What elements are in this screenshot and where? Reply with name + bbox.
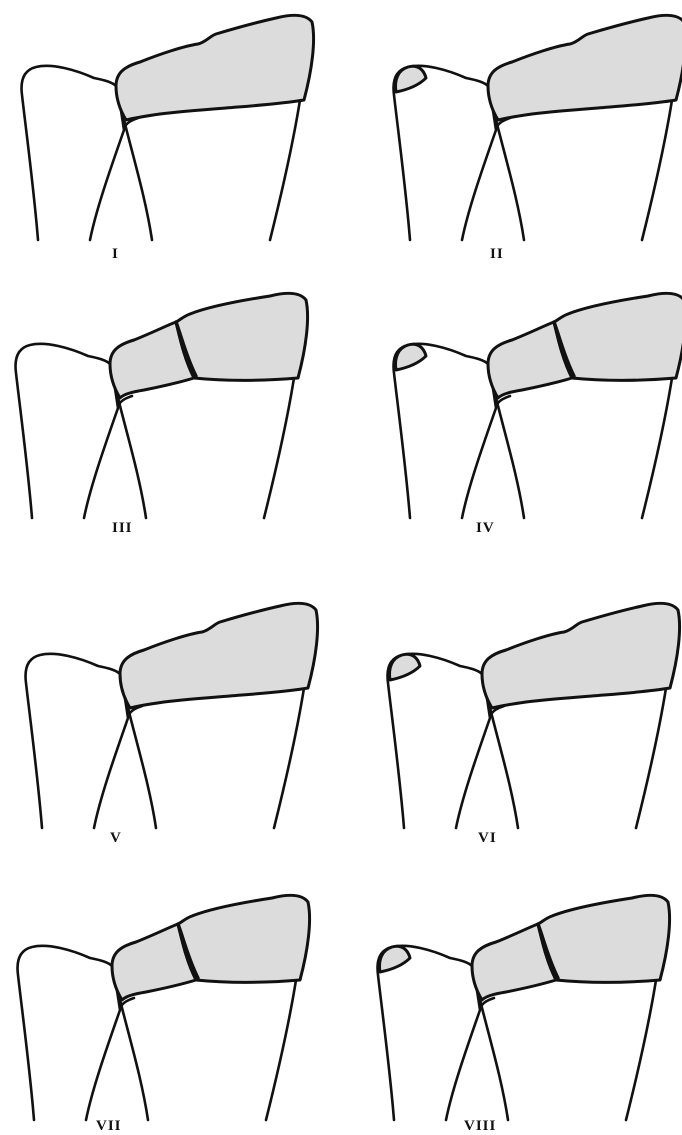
panel-3: III: [16, 293, 308, 536]
panel-2: II: [394, 15, 682, 262]
panel-1: I: [22, 15, 314, 262]
panel-7: VII: [18, 895, 310, 1134]
panel-label: IV: [476, 520, 495, 536]
panel-label: VII: [96, 1118, 122, 1134]
panel-8: VIII: [378, 895, 670, 1134]
panel-label: VIII: [464, 1118, 496, 1134]
panel-4: IV: [394, 293, 682, 536]
panel-label: V: [110, 830, 122, 846]
panel-5: V: [26, 603, 318, 846]
panel-label: III: [112, 520, 133, 536]
panel-label: VI: [478, 830, 497, 846]
panel-label: II: [490, 246, 504, 262]
panel-6: VI: [388, 603, 680, 846]
panel-label: I: [112, 246, 119, 262]
